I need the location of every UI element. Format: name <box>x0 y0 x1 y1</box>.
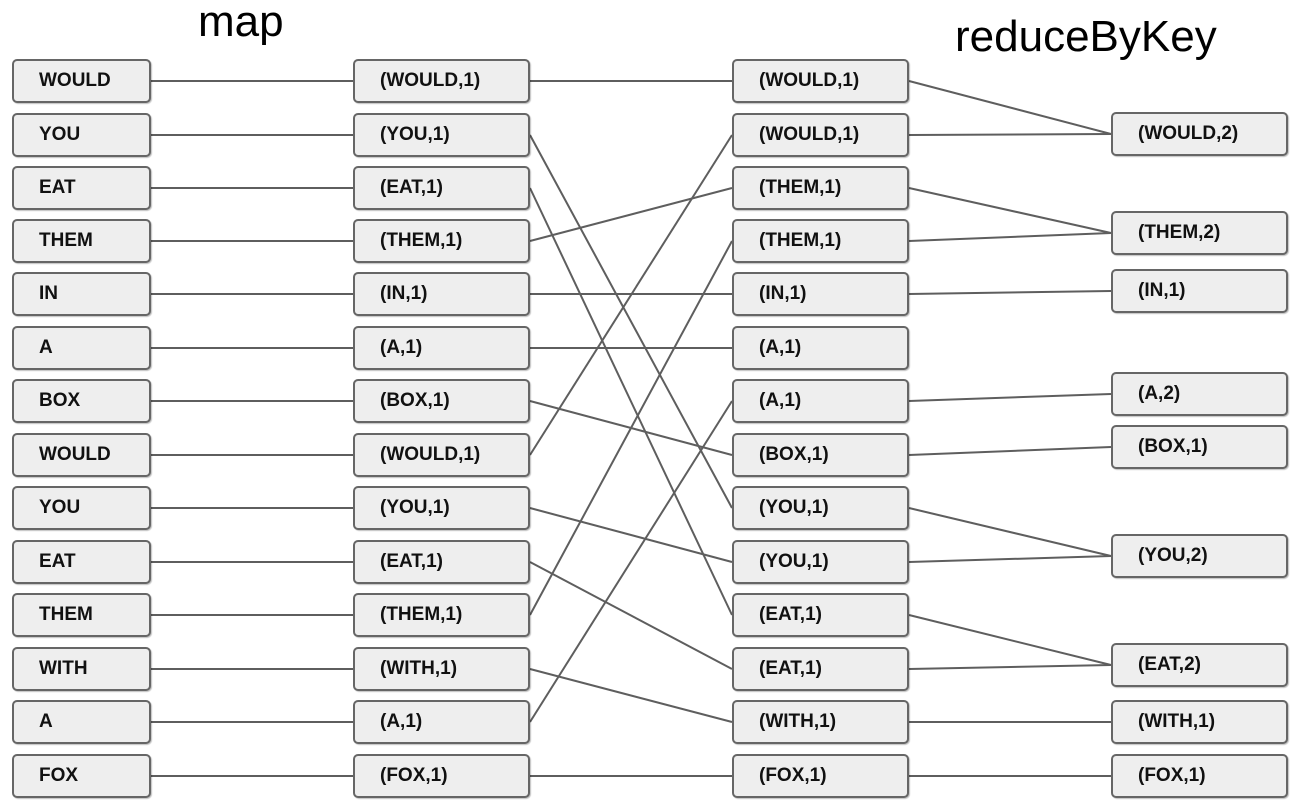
input-word-node: EAT <box>12 166 151 210</box>
reduced-pair-node: (THEM,2) <box>1111 211 1288 255</box>
input-word-node: THEM <box>12 219 151 263</box>
shuffle-edge <box>529 187 733 616</box>
shuffle-edge <box>529 561 733 670</box>
mapped-pair-node: (BOX,1) <box>353 379 530 423</box>
mapped-pair-node: (WOULD,1) <box>353 433 530 477</box>
reduce-edge <box>908 80 1112 135</box>
shuffled-pair-node: (EAT,1) <box>732 647 909 691</box>
reduced-pair-node: (IN,1) <box>1111 269 1288 313</box>
shuffled-pair-node: (WITH,1) <box>732 700 909 744</box>
input-word-node: WOULD <box>12 59 151 103</box>
shuffled-pair-node: (A,1) <box>732 379 909 423</box>
reduce-stage-title: reduceByKey <box>955 12 1217 61</box>
shuffle-edge <box>529 668 733 723</box>
reduced-pair-node: (BOX,1) <box>1111 425 1288 469</box>
input-word-node: YOU <box>12 113 151 157</box>
input-word-node: A <box>12 326 151 370</box>
shuffled-pair-node: (WOULD,1) <box>732 59 909 103</box>
shuffled-pair-node: (FOX,1) <box>732 754 909 798</box>
reduce-edge <box>908 507 1112 557</box>
mapped-pair-node: (YOU,1) <box>353 486 530 530</box>
shuffle-edge <box>529 507 733 563</box>
reduced-pair-node: (FOX,1) <box>1111 754 1288 798</box>
mapped-pair-node: (YOU,1) <box>353 113 530 157</box>
shuffled-pair-node: (EAT,1) <box>732 593 909 637</box>
shuffled-pair-node: (WOULD,1) <box>732 113 909 157</box>
mapped-pair-node: (EAT,1) <box>353 166 530 210</box>
mapped-pair-node: (FOX,1) <box>353 754 530 798</box>
reduce-edge <box>908 232 1112 242</box>
shuffle-edge <box>529 187 733 242</box>
reduced-pair-node: (A,2) <box>1111 372 1288 416</box>
input-word-node: BOX <box>12 379 151 423</box>
reduce-edge <box>908 664 1112 670</box>
reduced-pair-node: (EAT,2) <box>1111 643 1288 687</box>
reduce-edge <box>908 393 1112 402</box>
reduced-pair-node: (YOU,2) <box>1111 534 1288 578</box>
shuffled-pair-node: (YOU,1) <box>732 486 909 530</box>
shuffled-pair-node: (BOX,1) <box>732 433 909 477</box>
shuffled-pair-node: (THEM,1) <box>732 166 909 210</box>
input-word-node: THEM <box>12 593 151 637</box>
reduce-edge <box>908 555 1112 563</box>
mapped-pair-node: (A,1) <box>353 700 530 744</box>
shuffle-edge <box>529 400 733 456</box>
reduce-edge <box>908 446 1112 456</box>
reduce-edge <box>908 133 1112 136</box>
reduced-pair-node: (WOULD,2) <box>1111 112 1288 156</box>
map-stage-title: map <box>198 0 284 46</box>
input-word-node: WITH <box>12 647 151 691</box>
reduce-edge <box>908 187 1112 234</box>
shuffled-pair-node: (IN,1) <box>732 272 909 316</box>
reduced-pair-node: (WITH,1) <box>1111 700 1288 744</box>
input-word-node: FOX <box>12 754 151 798</box>
mapped-pair-node: (WOULD,1) <box>353 59 530 103</box>
mapped-pair-node: (WITH,1) <box>353 647 530 691</box>
mapped-pair-node: (THEM,1) <box>353 593 530 637</box>
reduce-edge <box>908 290 1112 295</box>
mapped-pair-node: (A,1) <box>353 326 530 370</box>
input-word-node: IN <box>12 272 151 316</box>
shuffled-pair-node: (THEM,1) <box>732 219 909 263</box>
shuffle-edge <box>529 134 733 509</box>
mapped-pair-node: (THEM,1) <box>353 219 530 263</box>
input-word-node: WOULD <box>12 433 151 477</box>
mapped-pair-node: (IN,1) <box>353 272 530 316</box>
shuffled-pair-node: (A,1) <box>732 326 909 370</box>
input-word-node: EAT <box>12 540 151 584</box>
input-word-node: YOU <box>12 486 151 530</box>
mapped-pair-node: (EAT,1) <box>353 540 530 584</box>
shuffled-pair-node: (YOU,1) <box>732 540 909 584</box>
shuffle-edge <box>529 400 733 723</box>
input-word-node: A <box>12 700 151 744</box>
reduce-edge <box>908 614 1112 666</box>
